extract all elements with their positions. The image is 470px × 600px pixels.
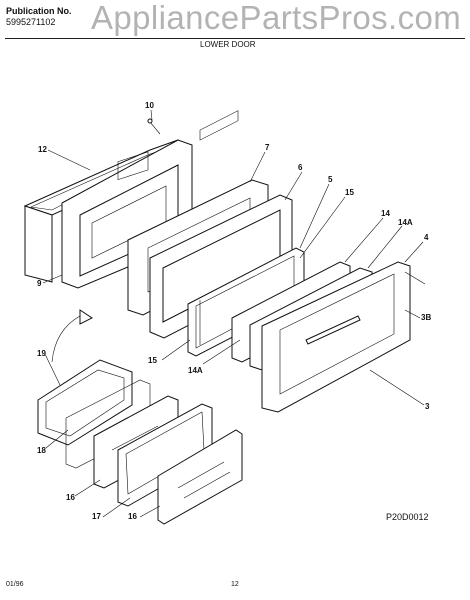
door-liner-gasket [23,139,179,283]
outer-door-panel [261,261,426,413]
part-label-5: 5 [328,175,333,184]
lower-frame-part [37,359,133,446]
part-label-4: 4 [424,233,429,242]
figure-code: P20D0012 [386,512,429,522]
part-label-7: 7 [265,143,270,152]
part-label-19: 19 [37,349,46,358]
leader-lines [42,109,425,518]
footer-date: 01/96 [6,581,24,588]
part-label-3: 3 [425,402,430,411]
header-divider [5,38,465,39]
assembly-arrow [51,309,93,363]
publication-label: Publication No. [6,6,72,16]
part-label-9: 9 [37,279,42,288]
section-title: LOWER DOOR [200,40,256,49]
part-label-15-lower: 15 [148,356,157,365]
part-label-14a: 14A [398,218,413,227]
watermark: AppliancePartsPros.com [91,0,462,36]
part-label-14: 14 [381,209,390,218]
part-label-16-front: 16 [128,512,137,521]
part-label-12: 12 [38,145,47,154]
part-label-14a-lower: 14A [188,366,203,375]
front-glass-part [157,429,243,525]
part-label-6: 6 [298,163,303,172]
part-label-10: 10 [145,101,154,110]
page-number: 12 [231,581,239,588]
part-label-16: 16 [66,493,75,502]
publication-number: 5995271102 [6,17,56,27]
part-label-15: 15 [345,188,354,197]
part-label-3b: 3B [421,313,432,322]
part-label-17: 17 [92,512,101,521]
part-label-18: 18 [37,446,46,455]
screw-part [147,118,161,135]
